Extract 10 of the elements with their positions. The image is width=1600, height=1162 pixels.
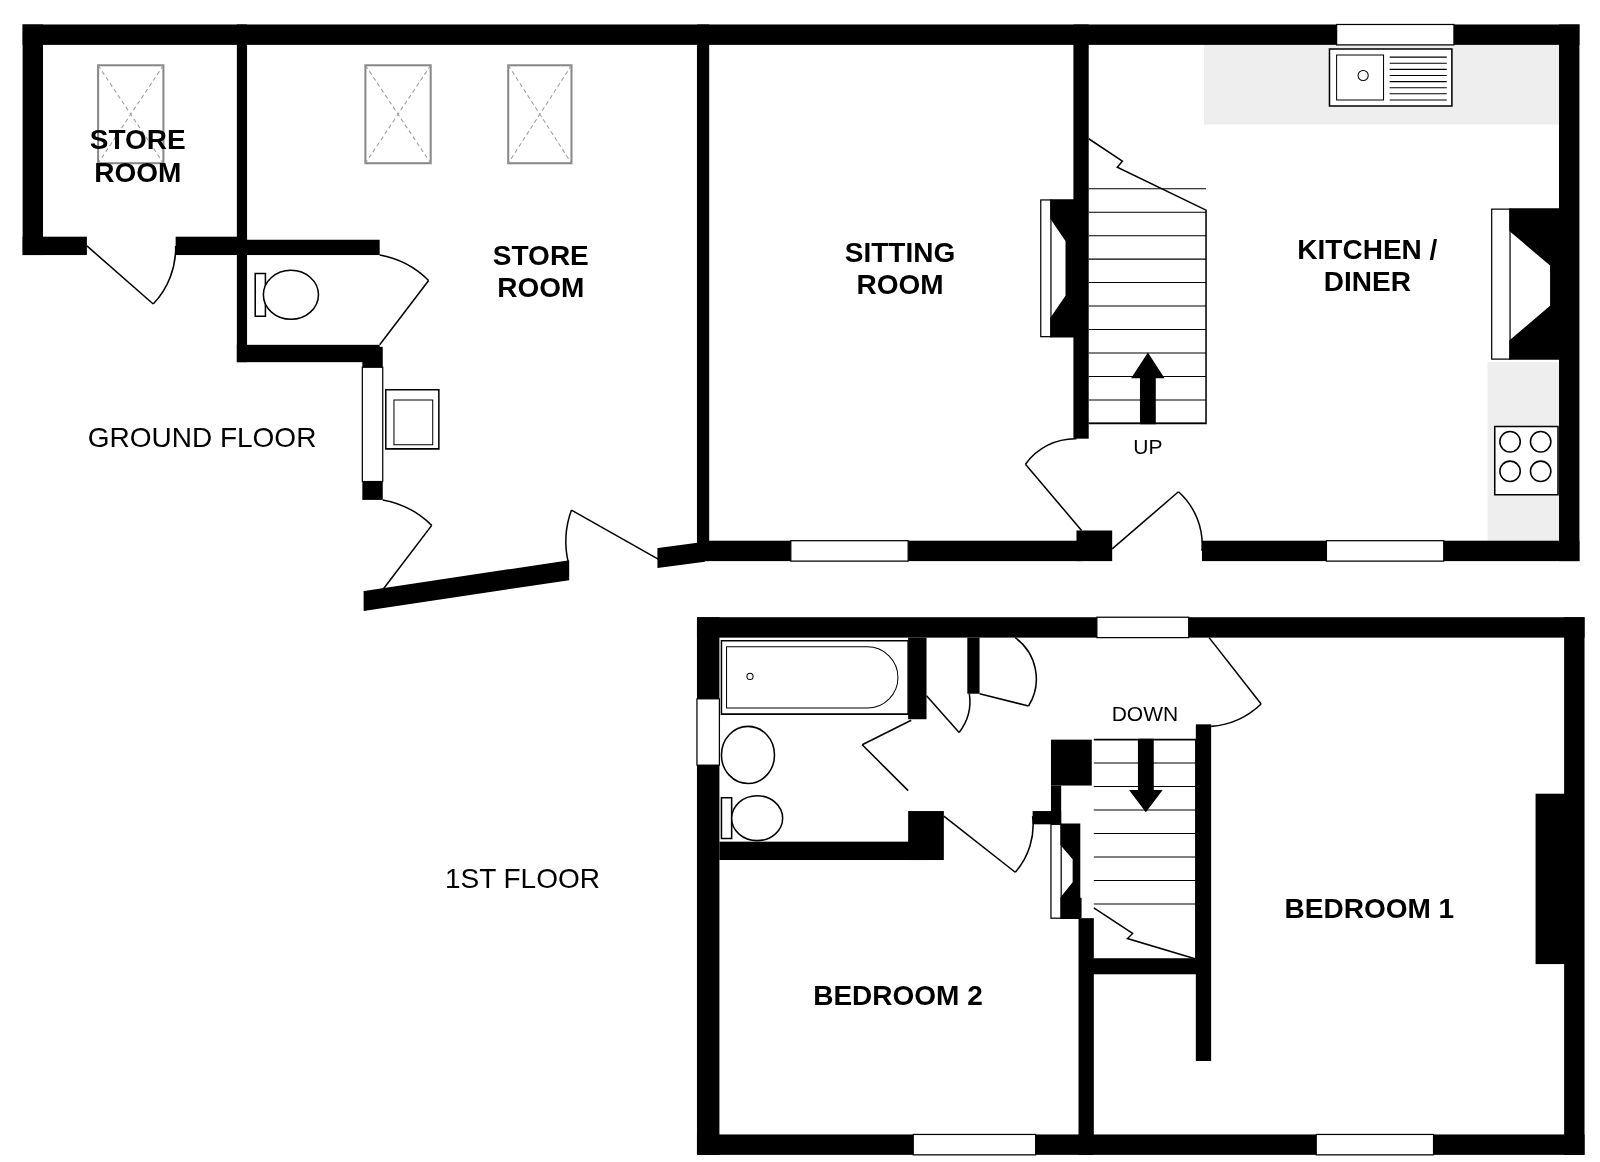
stair-direction-label: DOWN [1111,702,1179,727]
floor-label: 1ST FLOOR [444,863,600,896]
room-label: BEDROOM 1 [1283,892,1456,926]
room-label: BEDROOM 2 [812,979,984,1012]
room-label: SITTING ROOM [843,236,957,302]
stair-direction-label: UP [1133,434,1163,459]
floor-label: GROUND FLOOR [87,422,317,455]
room-label: STORE ROOM [491,239,590,305]
room-label: KITCHEN / DINER [1296,233,1439,299]
room-label: STORE ROOM [88,124,187,189]
